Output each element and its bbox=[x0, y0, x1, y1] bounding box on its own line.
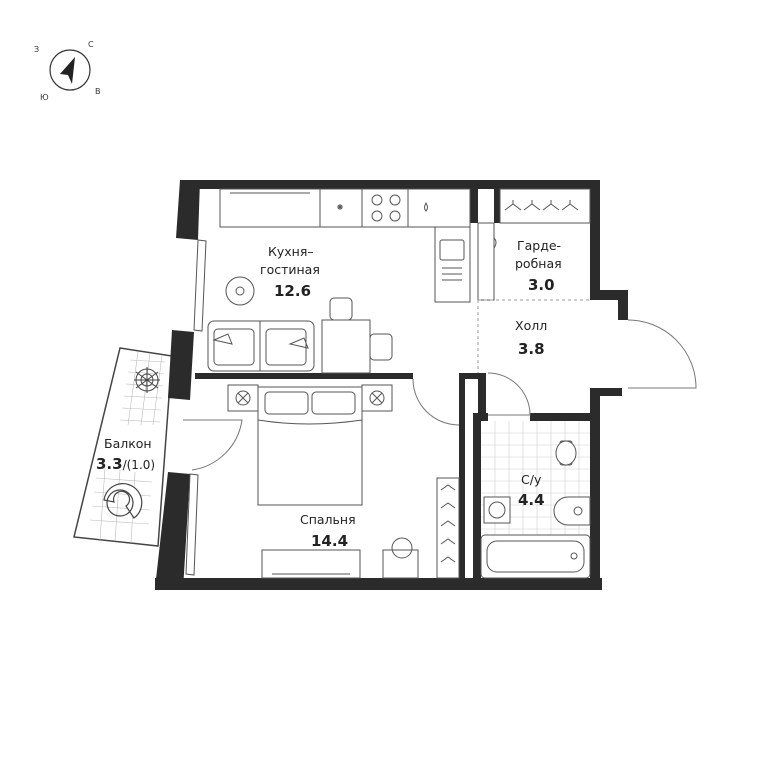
plant-icon bbox=[134, 367, 160, 393]
washbasin-icon bbox=[553, 496, 591, 526]
hall-name: Холл bbox=[515, 318, 547, 333]
balcony-door bbox=[183, 419, 243, 471]
water-drop-icon bbox=[424, 202, 428, 212]
balcony-outline bbox=[73, 347, 173, 547]
nightstand-right bbox=[361, 384, 393, 412]
nightstand-left bbox=[227, 384, 259, 412]
wardrobe-name-line2: робная bbox=[515, 256, 562, 271]
compass-arrow-icon bbox=[60, 57, 75, 84]
stove-icon bbox=[371, 194, 401, 222]
snowflake-icon bbox=[337, 204, 343, 210]
wardrobe-name-line1: Гарде- bbox=[517, 238, 561, 253]
sink bbox=[434, 226, 471, 303]
balcony-area-main: 3.3 bbox=[96, 455, 123, 473]
windows bbox=[185, 192, 310, 576]
room-labels: Кухня– гостиная 12.6 Гарде- робная 3.0 Х… bbox=[96, 238, 562, 550]
dining-table bbox=[321, 319, 371, 374]
walls bbox=[155, 180, 628, 590]
bedroom-wardrobe bbox=[436, 477, 460, 579]
kitchen-name-line2: гостиная bbox=[260, 262, 320, 277]
bedroom-door bbox=[412, 378, 460, 426]
compass-ring bbox=[49, 49, 91, 91]
balcony-name: Балкон bbox=[104, 436, 152, 451]
bathroom-area: 4.4 bbox=[518, 491, 545, 509]
compass: С В Ю З bbox=[34, 40, 101, 102]
bathroom-name: С/у bbox=[521, 472, 542, 487]
desk bbox=[382, 549, 419, 579]
sofa-icon bbox=[207, 320, 315, 372]
hanger-icon bbox=[504, 200, 522, 211]
compass-east: В bbox=[95, 87, 101, 96]
wardrobe-area: 3.0 bbox=[528, 276, 555, 294]
bathtub-icon bbox=[480, 534, 591, 579]
balcony bbox=[73, 347, 243, 547]
balcony-area-reduced: /(1.0) bbox=[123, 458, 156, 472]
compass-west: З bbox=[34, 45, 39, 54]
kitchen-fixtures bbox=[207, 188, 471, 374]
key-icon bbox=[493, 237, 497, 249]
chair-top bbox=[329, 297, 353, 321]
armchair-icon bbox=[103, 483, 143, 519]
bedroom-name: Спальня bbox=[300, 512, 356, 527]
entrance-door bbox=[627, 319, 697, 389]
kitchen-counter bbox=[219, 188, 471, 228]
bedroom-area: 14.4 bbox=[311, 532, 348, 550]
wardrobe-fixtures bbox=[477, 188, 591, 373]
tv-stand bbox=[261, 549, 361, 579]
kitchen-area: 12.6 bbox=[274, 282, 311, 300]
balcony-area: 3.3/(1.0) bbox=[96, 455, 155, 473]
bedroom-fixtures bbox=[227, 384, 460, 579]
compass-north: С bbox=[88, 40, 94, 49]
washing-machine-icon bbox=[483, 496, 511, 524]
bathroom-fixtures bbox=[480, 421, 591, 579]
kitchen-name-line1: Кухня– bbox=[268, 244, 314, 259]
compass-south: Ю bbox=[40, 93, 49, 102]
chair-right bbox=[369, 333, 393, 361]
floor-lamp-icon bbox=[225, 276, 255, 306]
hall-area: 3.8 bbox=[518, 340, 545, 358]
bathroom-door bbox=[487, 372, 531, 416]
bed bbox=[257, 386, 363, 506]
